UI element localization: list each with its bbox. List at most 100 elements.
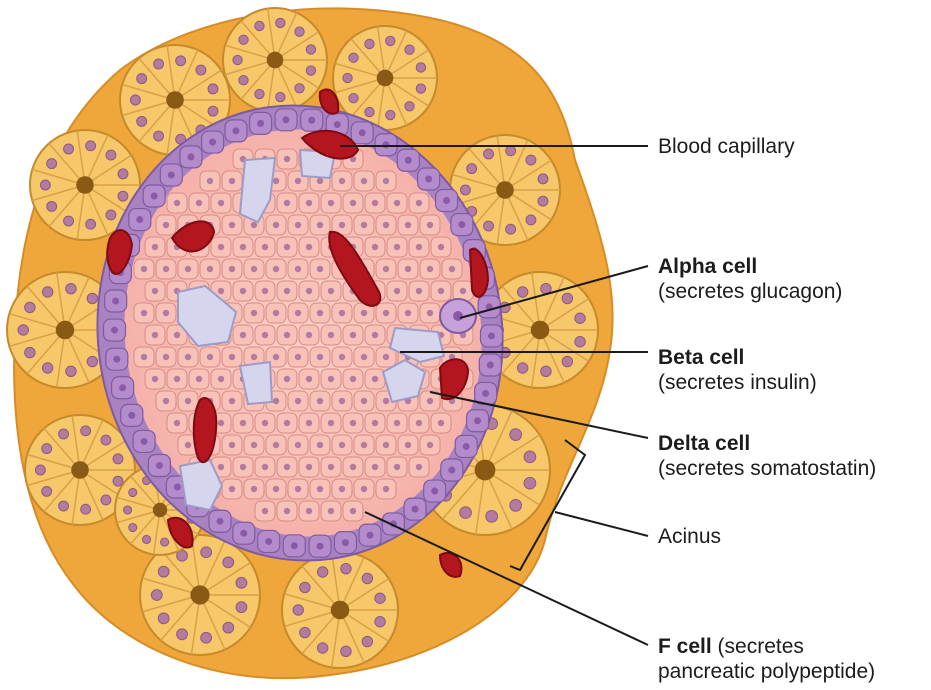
cell-nucleus: [339, 486, 345, 492]
cell-nucleus: [168, 171, 175, 178]
cell-nucleus: [372, 420, 378, 426]
cell-nucleus: [361, 310, 367, 316]
cell-nucleus: [383, 442, 389, 448]
cell-nucleus: [431, 488, 438, 495]
cell-nucleus: [350, 464, 356, 470]
cell-nucleus: [306, 332, 312, 338]
cell-nucleus: [151, 192, 158, 199]
cell-nucleus: [306, 464, 312, 470]
cell-nucleus: [361, 486, 367, 492]
alpha-cell-detail: (secretes glucagon): [658, 279, 842, 304]
cell-nucleus: [152, 376, 158, 382]
cell-nucleus: [128, 412, 135, 419]
cell-nucleus: [412, 506, 419, 513]
cell-nucleus: [207, 354, 213, 360]
cell-nucleus: [383, 486, 389, 492]
cell-nucleus: [141, 310, 147, 316]
cell-nucleus: [262, 288, 268, 294]
f-cell-name: F cell: [658, 635, 712, 658]
cell-nucleus: [262, 508, 268, 514]
delta-cell-name: Delta cell: [658, 432, 750, 455]
cell-nucleus: [350, 332, 356, 338]
cell-nucleus: [372, 464, 378, 470]
cell-nucleus: [196, 200, 202, 206]
delta-cell-detail: (secretes somatostatin): [658, 456, 876, 481]
cell-nucleus: [339, 222, 345, 228]
cell-nucleus: [306, 288, 312, 294]
cell-nucleus: [372, 200, 378, 206]
cell-nucleus: [284, 288, 290, 294]
cell-nucleus: [416, 420, 422, 426]
cell-nucleus: [359, 129, 366, 136]
cell-nucleus: [251, 442, 257, 448]
cell-nucleus: [196, 376, 202, 382]
cell-nucleus: [295, 178, 301, 184]
cell-nucleus: [218, 420, 224, 426]
cell-nucleus: [251, 354, 257, 360]
cell-nucleus: [334, 121, 341, 128]
cell-nucleus: [487, 361, 494, 368]
cell-nucleus: [207, 178, 213, 184]
cell-nucleus: [141, 354, 147, 360]
cell-nucleus: [112, 298, 119, 305]
cell-nucleus: [438, 288, 444, 294]
cell-nucleus: [218, 464, 224, 470]
cell-nucleus: [361, 222, 367, 228]
cell-nucleus: [339, 354, 345, 360]
cell-nucleus: [295, 310, 301, 316]
cell-nucleus: [460, 288, 466, 294]
cell-nucleus: [328, 332, 334, 338]
beta-cell-name: Beta cell: [658, 346, 744, 369]
cell-nucleus: [394, 420, 400, 426]
cell-nucleus: [240, 332, 246, 338]
cell-nucleus: [163, 310, 169, 316]
cell-nucleus: [229, 442, 235, 448]
cell-nucleus: [273, 442, 279, 448]
cell-nucleus: [328, 288, 334, 294]
cell-nucleus: [448, 467, 455, 474]
cell-nucleus: [317, 543, 324, 550]
cell-nucleus: [257, 120, 264, 127]
cell-nucleus: [361, 442, 367, 448]
cell-nucleus: [383, 141, 390, 148]
cell-nucleus: [209, 139, 216, 146]
cell-nucleus: [449, 266, 455, 272]
cell-nucleus: [113, 356, 120, 363]
blood-capillary-text: Blood capillary: [658, 135, 795, 158]
cell-nucleus: [295, 442, 301, 448]
cell-nucleus: [273, 310, 279, 316]
cell-nucleus: [240, 464, 246, 470]
cell-nucleus: [240, 244, 246, 250]
cell-nucleus: [273, 266, 279, 272]
cell-nucleus: [361, 398, 367, 404]
cell-nucleus: [383, 398, 389, 404]
cell-nucleus: [317, 354, 323, 360]
cell-nucleus: [317, 486, 323, 492]
cell-nucleus: [284, 508, 290, 514]
cell-nucleus: [284, 420, 290, 426]
cell-nucleus: [306, 420, 312, 426]
cell-nucleus: [427, 310, 433, 316]
cell-nucleus: [463, 443, 470, 450]
cell-nucleus: [284, 200, 290, 206]
acinus-rosette: [282, 552, 398, 668]
cell-nucleus: [328, 376, 334, 382]
cell-nucleus: [229, 222, 235, 228]
cell-nucleus: [251, 222, 257, 228]
cell-nucleus: [141, 266, 147, 272]
cell-nucleus: [328, 464, 334, 470]
cell-nucleus: [262, 332, 268, 338]
cell-nucleus: [350, 376, 356, 382]
label-alpha-cell: Alpha cell (secretes glucagon): [658, 254, 842, 304]
cell-nucleus: [438, 420, 444, 426]
cell-nucleus: [416, 244, 422, 250]
cell-nucleus: [251, 266, 257, 272]
cell-nucleus: [482, 390, 489, 397]
cell-nucleus: [273, 354, 279, 360]
cell-nucleus: [317, 398, 323, 404]
cell-nucleus: [295, 486, 301, 492]
cell-nucleus: [229, 398, 235, 404]
cell-nucleus: [405, 442, 411, 448]
cell-nucleus: [416, 288, 422, 294]
